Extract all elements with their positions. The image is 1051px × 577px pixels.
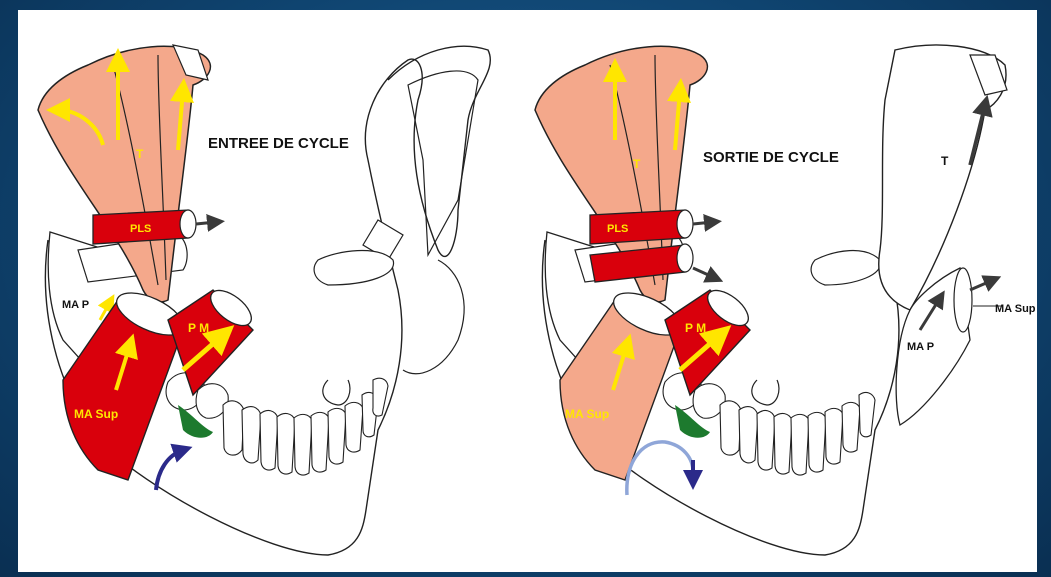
label-t: T [136, 147, 144, 161]
label-masup-left: MA Sup [565, 407, 609, 421]
panel-sortie: T MA Sup MA P T [535, 45, 1036, 555]
label-pm-right: P M [685, 321, 706, 335]
pls-muscle-right [590, 210, 685, 244]
jaw-diagram: T PLS MA P MA Sup P M ENTREE DE CYCLE T [18, 10, 1037, 572]
label-pls: PLS [130, 223, 151, 235]
panel-title-sortie: SORTIE DE CYCLE [703, 149, 839, 166]
panel-entree: T PLS MA P MA Sup P M ENTREE DE CYCLE [38, 45, 490, 555]
figure-panel: T PLS MA P MA Sup P M ENTREE DE CYCLE T [18, 10, 1037, 572]
label-t-right: T [941, 154, 949, 168]
label-map-right: MA P [907, 341, 934, 353]
label-masup: MA Sup [74, 407, 118, 421]
panel-title-entree: ENTREE DE CYCLE [208, 135, 349, 152]
label-t-left: T [633, 157, 641, 171]
label-masup-right: MA Sup [995, 303, 1036, 315]
label-pls-right: PLS [607, 223, 628, 235]
rotation-arrow [156, 450, 183, 490]
label-pm: P M [188, 321, 209, 335]
label-map: MA P [62, 299, 89, 311]
